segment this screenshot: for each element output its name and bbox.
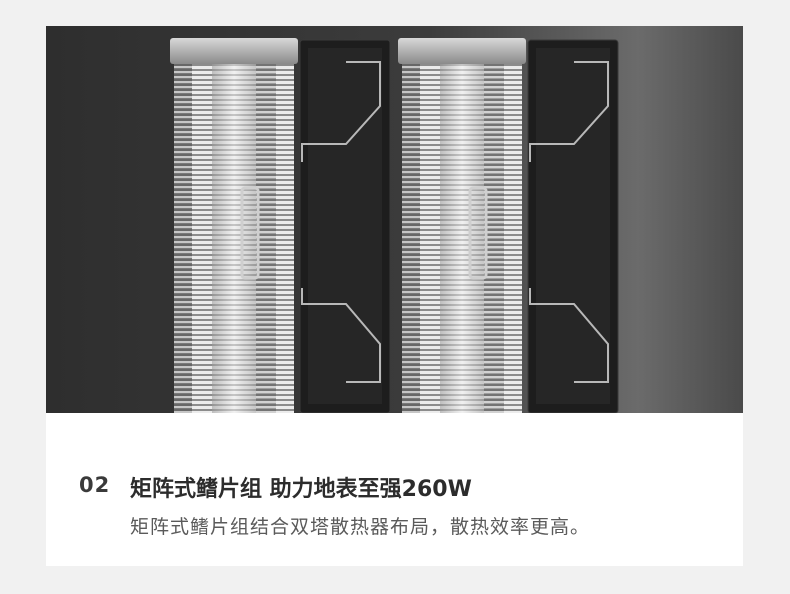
section-subtitle: 矩阵式鳍片组结合双塔散热器布局，散热效率更高。: [130, 516, 591, 538]
right-fin-tower: [398, 38, 526, 413]
section-number: 02: [79, 473, 111, 497]
left-fan: [299, 39, 391, 413]
section-title: 矩阵式鳍片组 助力地表至强260W: [130, 477, 472, 502]
feature-caption: 02 矩阵式鳍片组 助力地表至强260W 矩阵式鳍片组结合双塔散热器布局，散热效…: [46, 413, 743, 566]
left-fin-tower: [170, 38, 298, 413]
right-fan: [527, 39, 619, 413]
dual-tower-cooler-image: [46, 26, 743, 413]
cooler-photo: [46, 26, 743, 413]
feature-card: 02 矩阵式鳍片组 助力地表至强260W 矩阵式鳍片组结合双塔散热器布局，散热效…: [46, 26, 743, 566]
